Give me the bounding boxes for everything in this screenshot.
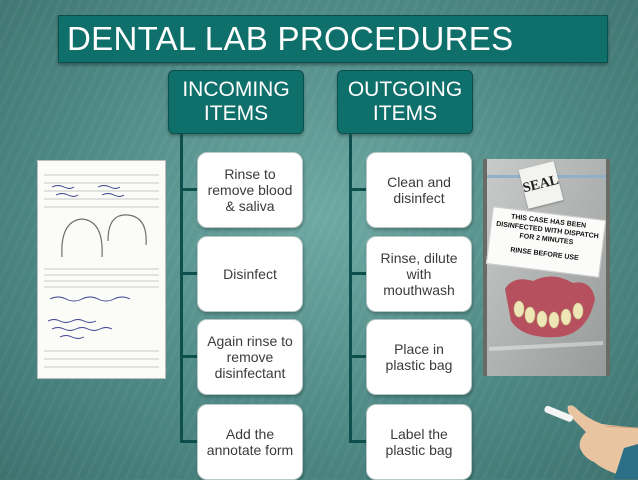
outgoing-step-2: Rinse, dilute with mouthwash <box>366 236 472 312</box>
incoming-step-3: Again rinse to remove disinfectant <box>197 319 303 395</box>
incoming-step-2: Disinfect <box>197 236 303 312</box>
lab-form-image <box>37 160 166 379</box>
incoming-step-1: Rinse to remove blood & saliva <box>197 152 303 228</box>
outgoing-connector-vertical <box>349 133 352 443</box>
incoming-step-4: Add the annotate form <box>197 404 303 480</box>
incoming-connector-branch-1 <box>180 188 198 191</box>
outgoing-step-1: Clean and disinfect <box>366 152 472 228</box>
incoming-connector-branch-3 <box>180 355 198 358</box>
incoming-connector-vertical <box>180 133 183 443</box>
outgoing-items-header: OUTGOING ITEMS <box>337 70 473 134</box>
outgoing-step-3: Place in plastic bag <box>366 319 472 395</box>
incoming-items-header: INCOMING ITEMS <box>168 70 304 134</box>
outgoing-step-4: Label the plastic bag <box>366 404 472 480</box>
outgoing-connector-branch-1 <box>349 188 367 191</box>
incoming-items-header-text: INCOMING ITEMS <box>182 78 290 125</box>
chalk-hand-illustration <box>544 405 638 479</box>
outgoing-connector-branch-4 <box>349 440 367 443</box>
page-title: DENTAL LAB PROCEDURES <box>67 20 514 57</box>
title-banner: DENTAL LAB PROCEDURES <box>58 15 608 63</box>
outgoing-connector-branch-3 <box>349 355 367 358</box>
incoming-connector-branch-4 <box>180 440 198 443</box>
incoming-connector-branch-2 <box>180 272 198 275</box>
outgoing-items-header-text: OUTGOING ITEMS <box>347 78 463 125</box>
sealed-bag-image: SEAL THIS CASE HAS BEEN DISINFECTED WITH… <box>483 159 610 376</box>
outgoing-connector-branch-2 <box>349 272 367 275</box>
bag-seal-text: SEAL <box>521 172 561 197</box>
